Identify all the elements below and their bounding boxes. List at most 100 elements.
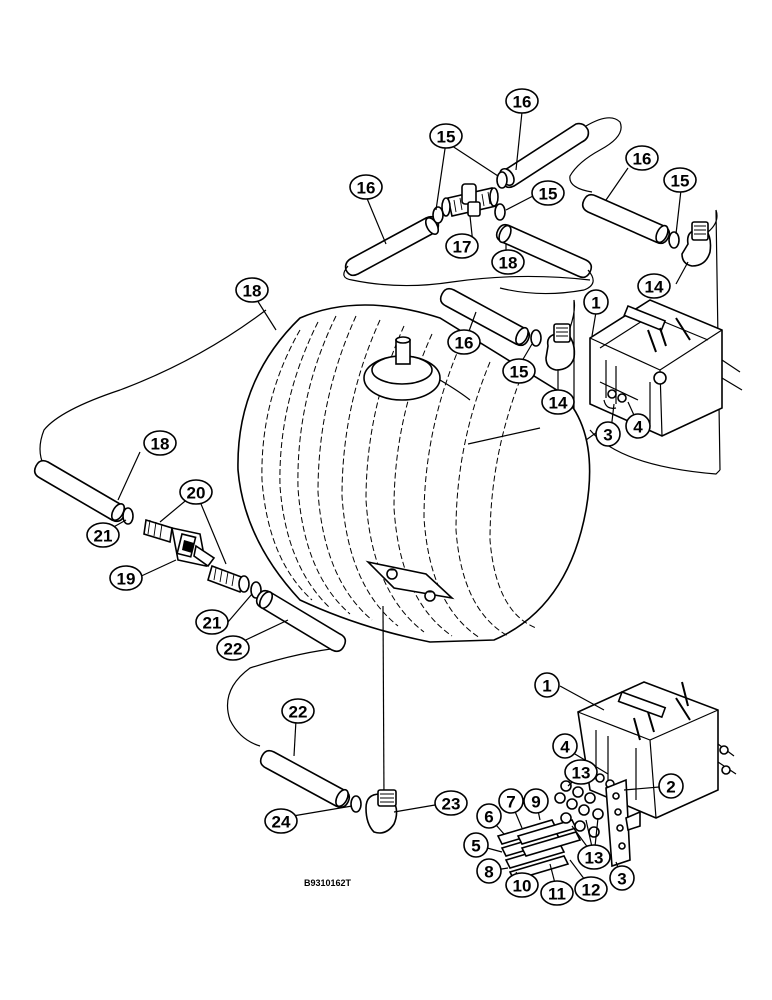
callout-number: 6: [484, 808, 493, 827]
callout-bubble: [429, 123, 463, 149]
figure-reference-id: B9310162T: [304, 878, 352, 888]
hose-16-right: [581, 193, 671, 245]
callout-bubble: [109, 565, 143, 591]
o-rings-15: [432, 171, 680, 347]
callout-16: 16: [625, 145, 659, 171]
callout-bubble: [476, 803, 502, 829]
callout-bubble: [625, 145, 659, 171]
valve-bracket-top: [589, 299, 743, 475]
callout-bubble: [577, 844, 611, 870]
callout-number: 18: [499, 254, 518, 273]
callout-7: 7: [498, 788, 524, 814]
callout-14: 14: [637, 273, 671, 299]
callout-number: 13: [585, 849, 604, 868]
elbow-fitting-14-upper: [681, 209, 721, 471]
callout-1: 1: [534, 672, 560, 698]
callout-13: 13: [577, 844, 611, 870]
callout-bubble: [264, 808, 298, 834]
callout-9: 9: [523, 788, 549, 814]
callout-number: 20: [187, 484, 206, 503]
callout-number: 19: [117, 570, 136, 589]
callout-number: 16: [513, 93, 532, 112]
callout-22: 22: [216, 635, 250, 661]
callout-bubble: [609, 865, 635, 891]
callout-bubble: [637, 273, 671, 299]
callout-number: 17: [453, 238, 472, 257]
tubes-5-12: [496, 819, 582, 881]
tee-fitting-17: [441, 183, 499, 217]
callout-21: 21: [195, 609, 229, 635]
hose-16-mid: [439, 287, 531, 347]
callout-number: 24: [272, 813, 291, 832]
callout-12: 12: [574, 876, 608, 902]
callout-number: 15: [671, 172, 690, 191]
hose-16-top: [499, 122, 590, 189]
callout-bubble: [447, 329, 481, 355]
hose-22-routing: [226, 647, 341, 747]
callout-2: 2: [658, 773, 684, 799]
callout-number: 21: [203, 614, 222, 633]
callout-14: 14: [541, 389, 575, 415]
callout-bubble: [235, 277, 269, 303]
callout-bubble: [445, 233, 479, 259]
callout-bubble: [564, 759, 598, 785]
callout-15: 15: [531, 180, 565, 206]
callout-15: 15: [429, 123, 463, 149]
callout-19: 19: [109, 565, 143, 591]
callout-number: 12: [582, 881, 601, 900]
callout-number: 16: [455, 334, 474, 353]
callout-bubble: [534, 672, 560, 698]
callout-number: 13: [572, 764, 591, 783]
hose-18-routing: [39, 309, 267, 467]
callout-bubble: [281, 698, 315, 724]
hose-22-lower: [259, 749, 351, 809]
hose-22-upper: [255, 589, 347, 653]
callout-18: 18: [235, 277, 269, 303]
callout-number: 1: [542, 677, 551, 696]
callout-bubble: [552, 733, 578, 759]
hose-16-left-loop: [343, 265, 591, 287]
callout-13: 13: [564, 759, 598, 785]
callout-17: 17: [445, 233, 479, 259]
callout-bubble: [476, 858, 502, 884]
callout-bubble: [505, 88, 539, 114]
elbow-fitting-23: [365, 789, 398, 834]
callout-bubble: [625, 413, 651, 439]
valve-bracket-bottom: [577, 681, 737, 819]
callout-bubble: [663, 167, 697, 193]
callout-number: 4: [633, 418, 643, 437]
callout-10: 10: [505, 872, 539, 898]
callout-number: 1: [591, 294, 600, 313]
callout-number: 14: [549, 394, 568, 413]
callout-bubble: [179, 479, 213, 505]
callout-number: 15: [437, 128, 456, 147]
callout-3: 3: [609, 865, 635, 891]
callout-number: 23: [442, 795, 461, 814]
callout-bubble: [349, 174, 383, 200]
callout-number: 8: [484, 863, 493, 882]
callout-22: 22: [281, 698, 315, 724]
hose-16-top-loop: [569, 117, 622, 193]
callout-number: 21: [94, 527, 113, 546]
elbow-fitting-14-lower: [545, 299, 576, 460]
callout-bubble: [195, 609, 229, 635]
callout-bubble: [531, 180, 565, 206]
callout-15: 15: [502, 358, 536, 384]
callout-number: 22: [224, 640, 243, 659]
hose-18-left: [33, 459, 127, 523]
callout-1: 1: [583, 289, 609, 315]
callout-bubble: [658, 773, 684, 799]
callout-15: 15: [663, 167, 697, 193]
callout-bubble: [505, 872, 539, 898]
callout-23: 23: [434, 790, 468, 816]
callout-number: 11: [548, 885, 566, 904]
callout-8: 8: [476, 858, 502, 884]
callout-16: 16: [505, 88, 539, 114]
callout-18: 18: [491, 249, 525, 275]
callout-bubble: [498, 788, 524, 814]
callout-11: 11: [540, 880, 574, 906]
o-ring-24: [350, 795, 362, 813]
callout-18: 18: [143, 430, 177, 456]
callout-number: 15: [510, 363, 529, 382]
callout-bubble: [574, 876, 608, 902]
